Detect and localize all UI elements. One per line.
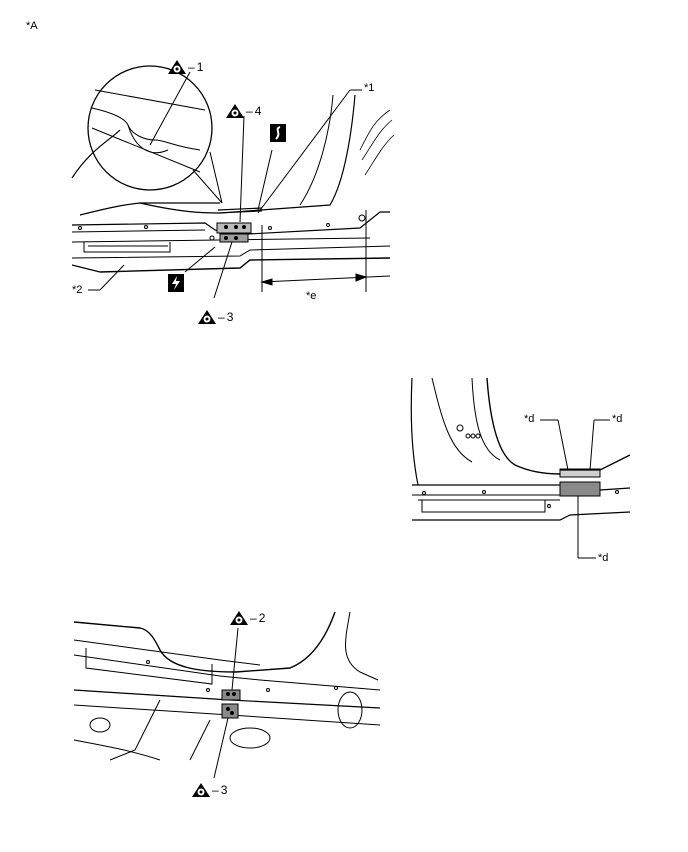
- middle-right-figure: [410, 377, 631, 559]
- callout-2: *2: [72, 284, 83, 296]
- step-marker-1: –1: [168, 60, 203, 74]
- arc-weld-icon: [168, 274, 184, 292]
- step-marker-3b: –3: [192, 783, 227, 797]
- callout-d-left: *d: [524, 413, 535, 425]
- step-number: 3: [226, 310, 234, 324]
- step-number: 4: [254, 104, 262, 118]
- figure-code: *A: [26, 20, 38, 32]
- triangle-weld-marker-icon: [192, 783, 210, 797]
- triangle-weld-marker-icon: [198, 310, 216, 324]
- triangle-weld-marker-icon: [226, 104, 244, 118]
- triangle-weld-marker-icon: [168, 60, 186, 74]
- step-number: 1: [196, 60, 204, 74]
- callout-d-bottom: *d: [598, 552, 609, 564]
- step-marker-2: –2: [230, 611, 265, 625]
- step-number: 2: [258, 611, 266, 625]
- callout-e: *e: [306, 290, 317, 302]
- bottom-figure: [73, 611, 381, 779]
- step-marker-4: –4: [226, 104, 261, 118]
- spot-weld-icon: [270, 124, 286, 142]
- triangle-weld-marker-icon: [230, 611, 248, 625]
- step-number: 3: [220, 783, 228, 797]
- step-marker-3a: –3: [198, 310, 233, 324]
- callout-d-right: *d: [612, 413, 623, 425]
- top-figure: [71, 65, 395, 299]
- callout-1: *1: [364, 82, 375, 94]
